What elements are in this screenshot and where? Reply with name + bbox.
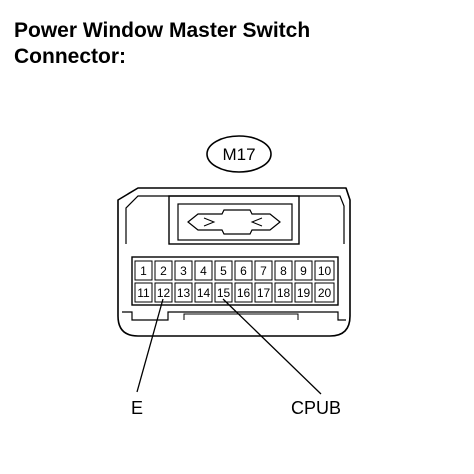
pin-cell [214,282,233,303]
pin-row-2: 11 12 13 14 15 16 17 18 19 20 [134,282,335,303]
connector-bottom-step [183,313,299,320]
lock-tab-outer [168,195,300,245]
pin-number: 6 [240,264,247,278]
pin-number: 2 [160,264,167,278]
pin-cell [154,260,173,281]
lock-latch [187,209,281,235]
pin-number: 4 [200,264,207,278]
leader-line-cpub [222,298,322,395]
pin-number: 17 [257,286,271,300]
pin-row-1: 1 2 3 4 5 6 7 8 9 10 [134,260,335,281]
pin-cell [174,260,193,281]
pin-cell [154,282,173,303]
pin-number: 13 [177,286,191,300]
pin-cell [234,282,253,303]
pin-cell [194,282,213,303]
title-line-2: Connector: [14,45,126,68]
connector-bottom-key [122,311,346,321]
leader-line-e [136,298,164,393]
pin-number: 9 [300,264,307,278]
pin-number: 8 [280,264,287,278]
pin-number: 16 [237,286,251,300]
callout-label-cpub: CPUB [291,398,341,418]
pin-cell [274,282,293,303]
pin-cell [214,260,233,281]
pin-cell [314,260,335,281]
pin-number: 19 [297,286,311,300]
pin-number: 11 [137,286,150,300]
pin-number: 3 [180,264,187,278]
lock-latch-detail [203,217,263,227]
pin-number: 7 [260,264,267,278]
pin-cell [254,260,273,281]
pin-cell [134,260,153,281]
pin-cell [134,282,153,303]
pin-cell [194,260,213,281]
pin-cell [234,260,253,281]
title-line-1: Power Window Master Switch [14,19,311,42]
pin-cell [294,260,313,281]
lock-tab-inner [177,203,293,241]
pin-number: 18 [277,286,291,300]
pin-number: 15 [217,286,231,300]
pin-cell [254,282,273,303]
callout-label-e: E [131,398,143,418]
pin-number: 5 [220,264,227,278]
pin-cell [174,282,193,303]
connector-id-label: M17 [222,145,255,164]
pin-number: 1 [140,264,147,278]
pin-number: 12 [157,286,171,300]
pin-cell [314,282,335,303]
connector-id-oval [206,135,272,173]
pin-cell [294,282,313,303]
pin-cell [274,260,293,281]
pin-field [131,256,339,306]
pin-number: 14 [197,286,211,300]
diagram-title: Power Window Master Switch Connector: [14,18,310,70]
pin-number: 20 [318,286,332,300]
pin-number: 10 [318,264,332,278]
